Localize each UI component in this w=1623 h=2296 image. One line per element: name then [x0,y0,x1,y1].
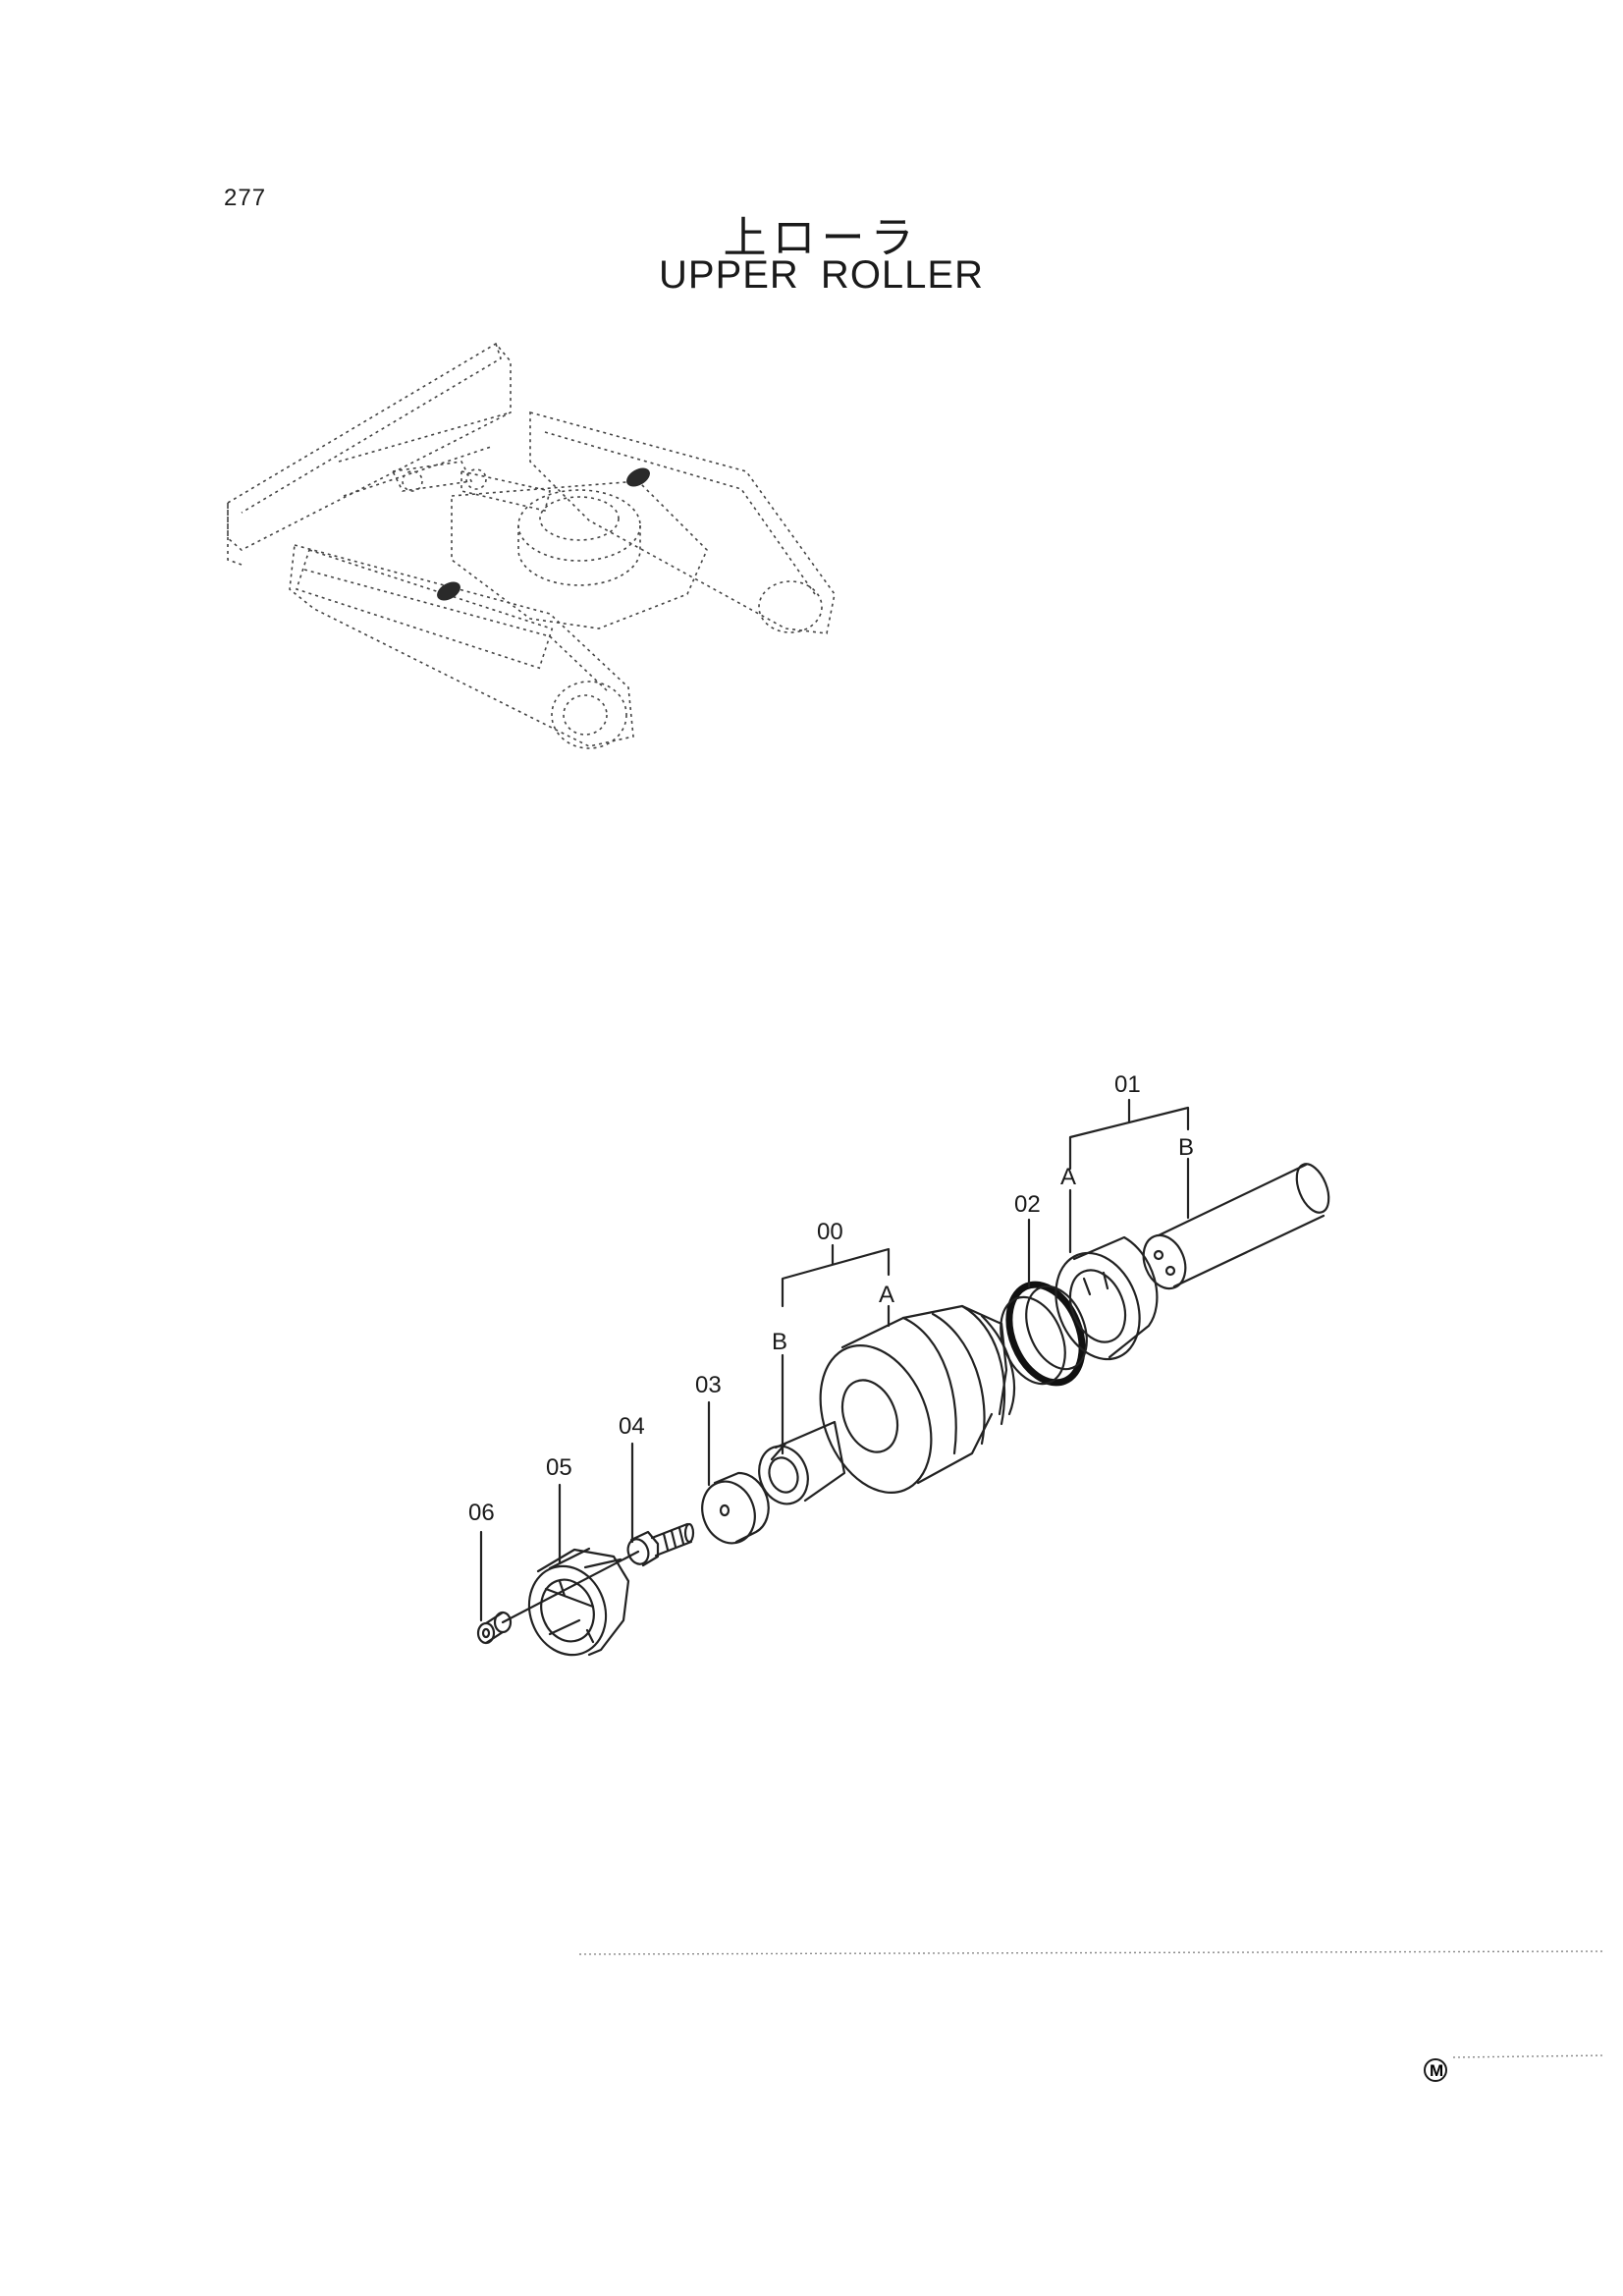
upper-roller-location-marks [437,467,650,601]
footer: M [578,1950,1606,2082]
footer-dotted-rule-short [1452,2054,1606,2058]
callout-02: 02 [1014,1191,1041,1218]
track-frame-left [289,543,634,749]
callout-00-b: B [772,1329,787,1355]
callout-00-a: A [879,1282,894,1308]
part-01a-collar [1055,1235,1159,1361]
callout-leaders [479,1098,1190,1622]
part-06-plug [476,1611,513,1645]
part-03-plate [701,1471,770,1545]
page-number: 277 [224,185,267,211]
callout-04: 04 [619,1413,645,1440]
title-english: UPPER ROLLER [659,253,984,297]
part-00b-collar [758,1420,846,1505]
callout-05: 05 [546,1454,572,1481]
assembly-axis [501,1550,640,1624]
part-01b-shaft [1142,1163,1330,1290]
callout-00: 00 [817,1219,843,1245]
callout-06: 06 [468,1500,495,1526]
part-00a-roller [819,1304,1016,1494]
machine-overview [227,342,836,749]
callout-01-b: B [1178,1134,1194,1161]
part-04-bolt [626,1522,695,1567]
m-mark-label: M [1430,2061,1443,2080]
upper-roller-mark-left [437,581,460,601]
exploded-parts-view: 06 05 04 03 00 B A 02 01 A B [468,1071,1330,1657]
title-japanese: 上ローラ [723,213,920,263]
blade-cylinders [338,411,551,512]
m-mark-icon: M [1424,2058,1447,2082]
callout-03: 03 [695,1372,722,1398]
upper-roller-mark-right [626,467,650,487]
track-frame-right [529,410,836,634]
part-05-cap [527,1547,630,1657]
callout-01: 01 [1114,1071,1141,1098]
center-frame [451,480,708,629]
callout-01-a: A [1060,1164,1076,1190]
footer-dotted-rule [578,1950,1606,1955]
